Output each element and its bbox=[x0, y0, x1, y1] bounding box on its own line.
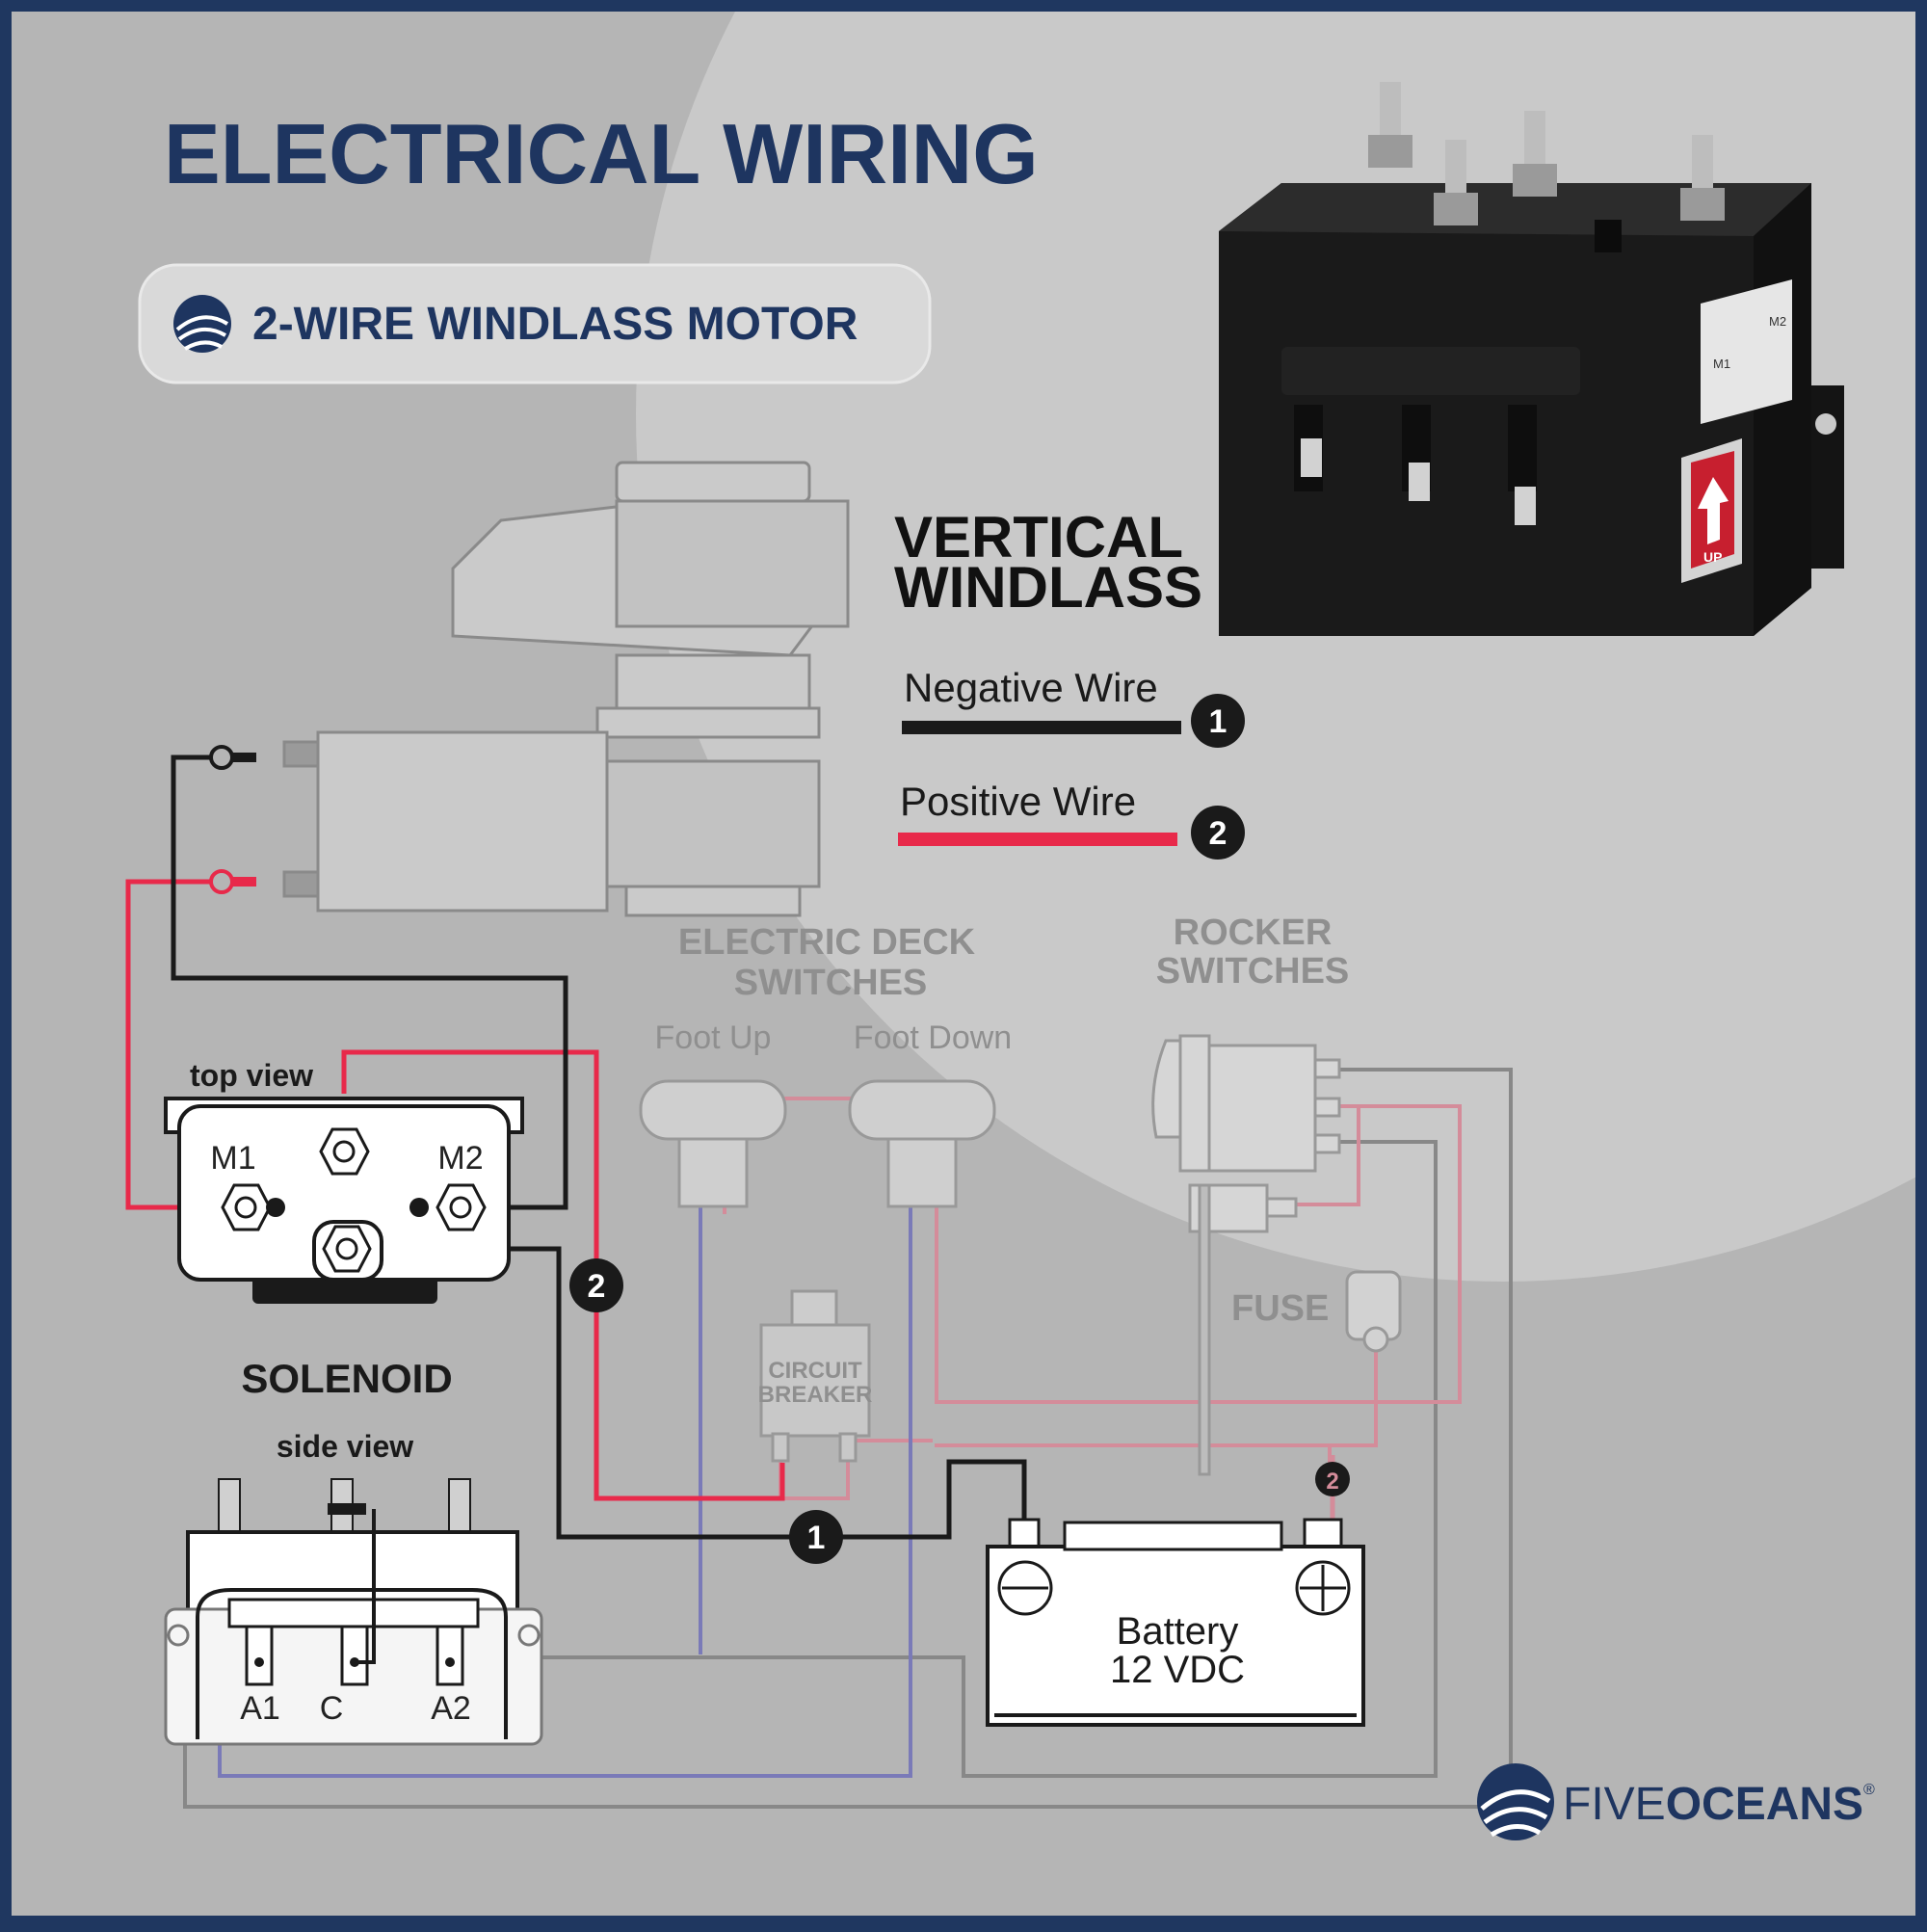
battery-label: Battery bbox=[1117, 1610, 1239, 1653]
svg-text:M1: M1 bbox=[1713, 357, 1730, 371]
legend-positive: Positive Wire 2 bbox=[898, 779, 1245, 860]
svg-text:M2: M2 bbox=[1769, 314, 1786, 329]
svg-text:UP: UP bbox=[1703, 549, 1722, 565]
foot-up-label: Foot Up bbox=[655, 1019, 772, 1056]
solenoid-battery-terminal bbox=[322, 1225, 372, 1273]
subtitle-pill: 2-WIRE WINDLASS MOTOR bbox=[138, 263, 932, 384]
legend-negative-label: Negative Wire bbox=[904, 665, 1158, 710]
rocker-switch bbox=[1151, 1034, 1341, 1476]
brand-logo: FIVEOCEANS® bbox=[1477, 1763, 1875, 1840]
solenoid-a2-label: A2 bbox=[431, 1690, 471, 1727]
subtitle-text: 2-WIRE WINDLASS MOTOR bbox=[252, 299, 858, 350]
circuit-breaker: CIRCUIT BREAKER bbox=[758, 1289, 873, 1463]
solenoid-top-view: M1 M2 bbox=[164, 1097, 524, 1304]
circuit-breaker-label-line2: BREAKER bbox=[758, 1382, 873, 1408]
relay-stud-terminals bbox=[1368, 82, 1725, 252]
foot-up-switch bbox=[639, 1079, 787, 1208]
solenoid-m1-label: M1 bbox=[210, 1140, 255, 1177]
fuse-label: FUSE bbox=[1231, 1288, 1329, 1329]
battery-voltage: 12 VDC bbox=[1110, 1649, 1245, 1691]
solenoid-m2-label: M2 bbox=[437, 1140, 483, 1177]
negative-terminal-icon bbox=[997, 1560, 1053, 1616]
vertical-windlass-drawing bbox=[282, 461, 850, 917]
solenoid-a1-label: A1 bbox=[240, 1690, 280, 1727]
page-title: ELECTRICAL WIRING bbox=[164, 106, 1039, 201]
legend-negative-number: 1 bbox=[1209, 703, 1227, 740]
deck-switches-heading-line1: ELECTRIC DECK bbox=[678, 922, 976, 963]
relay-label-sticker: M1 M2 bbox=[1701, 279, 1792, 424]
legend-negative: Negative Wire 1 bbox=[902, 665, 1245, 748]
rocker-switches-heading-line2: SWITCHES bbox=[1156, 951, 1350, 992]
positive-wire-badge: 2 bbox=[569, 1258, 623, 1312]
rocker-switches-heading-line1: ROCKER bbox=[1174, 913, 1333, 953]
negative-wire-badge: 1 bbox=[789, 1510, 843, 1564]
negative-wiring bbox=[171, 754, 1027, 1540]
solenoid-center-terminal bbox=[319, 1127, 370, 1176]
solenoid-heading: SOLENOID bbox=[241, 1356, 452, 1401]
svg-text:1: 1 bbox=[807, 1520, 826, 1556]
relay-box-photo: M1 M2 UP bbox=[1219, 82, 1844, 636]
circuit-breaker-label-line1: CIRCUIT bbox=[768, 1358, 862, 1384]
motor-cable-terminals bbox=[209, 745, 256, 894]
brand-wave-icon bbox=[173, 295, 231, 353]
positive-terminal-icon bbox=[1295, 1560, 1351, 1616]
deck-switches-heading-line2: SWITCHES bbox=[734, 963, 928, 1003]
solenoid-side-view-label: side view bbox=[277, 1429, 413, 1464]
solenoid-c-label: C bbox=[320, 1690, 344, 1727]
legend-positive-number: 2 bbox=[1209, 815, 1227, 852]
foot-down-switch bbox=[848, 1079, 996, 1208]
fuse-icon bbox=[1345, 1270, 1402, 1353]
up-arrow-icon: UP bbox=[1681, 438, 1742, 583]
legend-positive-label: Positive Wire bbox=[900, 779, 1136, 824]
battery: Battery 12 VDC bbox=[986, 1455, 1365, 1727]
foot-down-label: Foot Down bbox=[854, 1019, 1012, 1056]
solenoid-m2-terminal bbox=[436, 1183, 487, 1231]
brand-name: FIVEOCEANS® bbox=[1563, 1779, 1875, 1830]
windlass-heading-line1: VERTICAL bbox=[894, 505, 1183, 569]
svg-text:2: 2 bbox=[588, 1268, 606, 1305]
solenoid-side-view: A1 C A2 bbox=[164, 1478, 543, 1746]
svg-text:2: 2 bbox=[1326, 1469, 1338, 1495]
battery-positive-badge: 2 bbox=[1315, 1462, 1350, 1496]
solenoid-top-view-label: top view bbox=[190, 1058, 313, 1093]
brand-wave-icon bbox=[1477, 1763, 1554, 1840]
windlass-heading-line2: WINDLASS bbox=[894, 555, 1202, 620]
solenoid-m1-terminal bbox=[221, 1183, 272, 1231]
